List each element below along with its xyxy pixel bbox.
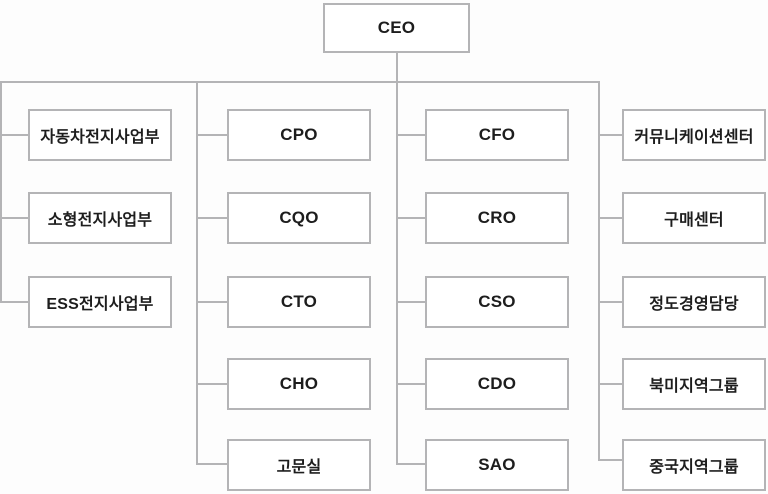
org-node-cho: CHO: [227, 358, 371, 410]
org-node-label: CHO: [279, 374, 319, 393]
org-node-communication-center: 커뮤니케이션센터: [622, 109, 766, 161]
org-node-cso: CSO: [425, 276, 569, 328]
connector-stub-col1-row3: [0, 301, 28, 303]
org-node-label: 소형전지사업부: [47, 212, 153, 229]
connector-stub-col2-row1: [196, 134, 227, 136]
org-node-advisory-office: 고문실: [227, 439, 371, 491]
connector-col4-spine: [598, 81, 600, 461]
connector-col2-spine: [196, 81, 198, 465]
connector-ceo-col3-spine: [396, 53, 398, 465]
org-node-label: 구매센터: [664, 212, 724, 229]
connector-stub-col4-row3: [598, 301, 622, 303]
org-node-cfo: CFO: [425, 109, 569, 161]
org-node-china-region-group: 중국지역그룹: [622, 439, 766, 491]
org-node-cqo: CQO: [227, 192, 371, 244]
connector-stub-col3-row2: [396, 217, 425, 219]
org-node-sao: SAO: [425, 439, 569, 491]
org-node-label: CDO: [477, 374, 517, 393]
org-node-auto-battery-division: 자동차전지사업부: [28, 109, 172, 161]
connector-stub-col1-row2: [0, 217, 28, 219]
connector-stub-col4-row5: [598, 459, 622, 461]
org-node-cdo: CDO: [425, 358, 569, 410]
org-node-purchasing-center: 구매센터: [622, 192, 766, 244]
org-node-ethics-management: 정도경영담당: [622, 276, 766, 328]
org-node-ceo: CEO: [323, 3, 470, 53]
org-node-label: 고문실: [276, 459, 322, 476]
org-node-label: CPO: [280, 125, 318, 144]
org-node-label: 북미지역그룹: [649, 378, 739, 395]
org-node-label: CEO: [377, 18, 416, 37]
org-node-cto: CTO: [227, 276, 371, 328]
connector-stub-col2-row2: [196, 217, 227, 219]
org-node-label: CFO: [478, 125, 516, 144]
org-node-label: CTO: [280, 292, 318, 311]
org-node-ess-battery-division: ESS전지사업부: [28, 276, 172, 328]
org-node-north-america-region-group: 북미지역그룹: [622, 358, 766, 410]
org-node-label: CRO: [477, 208, 517, 227]
org-node-label: 중국지역그룹: [649, 459, 739, 476]
connector-stub-col2-row5: [196, 463, 227, 465]
connector-col1-spine: [0, 81, 2, 302]
org-node-label: 자동차전지사업부: [40, 129, 160, 146]
org-node-cpo: CPO: [227, 109, 371, 161]
org-node-label: 정도경영담당: [649, 296, 739, 313]
connector-stub-col2-row3: [196, 301, 227, 303]
org-node-label: 커뮤니케이션센터: [634, 129, 754, 146]
connector-stub-col3-row3: [396, 301, 425, 303]
connector-stub-col3-row4: [396, 383, 425, 385]
connector-bus: [0, 81, 600, 83]
org-node-cro: CRO: [425, 192, 569, 244]
org-node-label: CQO: [279, 208, 319, 227]
org-node-label: CSO: [478, 292, 516, 311]
connector-stub-col1-row1: [0, 134, 28, 136]
connector-stub-col4-row1: [598, 134, 622, 136]
connector-stub-col3-row5: [396, 463, 425, 465]
connector-stub-col2-row4: [196, 383, 227, 385]
org-node-label: SAO: [478, 455, 516, 474]
connector-stub-col4-row4: [598, 383, 622, 385]
connector-stub-col4-row2: [598, 217, 622, 219]
org-node-label: ESS전지사업부: [46, 296, 154, 313]
connector-stub-col3-row1: [396, 134, 425, 136]
org-node-small-battery-division: 소형전지사업부: [28, 192, 172, 244]
